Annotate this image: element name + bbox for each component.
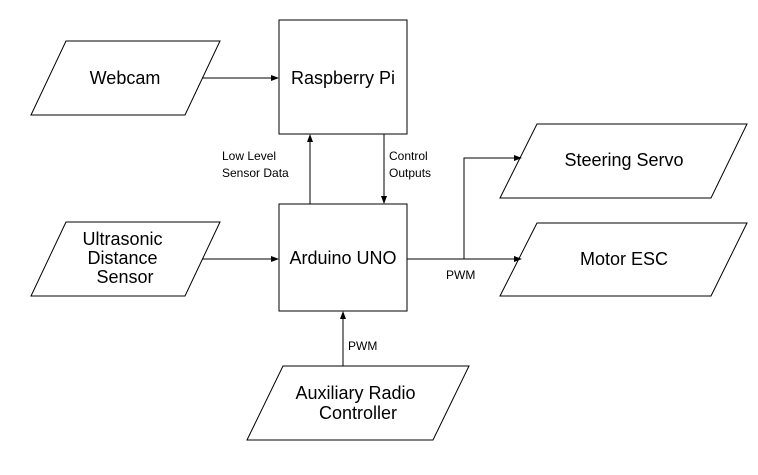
radio-controller-shape <box>246 365 470 441</box>
arduino-uno-label-line: Arduino UNO <box>289 248 396 268</box>
node-motor-esc: Motor ESC <box>499 222 748 297</box>
edge-arduino-to-outputs: PWM <box>407 155 522 282</box>
arrowhead-icon <box>514 256 522 262</box>
webcam-shape <box>30 40 221 116</box>
steering-servo-label-line: Steering Servo <box>564 150 683 170</box>
webcam-label-line: Webcam <box>90 68 161 88</box>
control-label-line-1: Control <box>389 149 428 163</box>
node-auxiliary-radio-controller: Auxiliary Radio Controller <box>246 365 470 441</box>
arrowhead-icon <box>514 155 522 161</box>
arrowhead-icon <box>307 134 313 142</box>
node-webcam: Webcam <box>30 40 221 116</box>
edge-arduino-to-raspberry-pi: Low Level Sensor Data <box>222 134 313 204</box>
raspberry-pi-label: Raspberry Pi <box>291 68 395 88</box>
pwm-input-label: PWM <box>348 339 377 353</box>
radio-label-line-2: Controller <box>319 403 397 423</box>
control-label-line-2: Outputs <box>389 166 431 180</box>
radio-controller-label: Auxiliary Radio Controller <box>295 383 420 423</box>
raspberry-pi-shape <box>278 19 408 135</box>
steering-servo-shape <box>499 123 748 199</box>
low-level-label-line-1: Low Level <box>222 149 276 163</box>
node-ultrasonic-sensor: Ultrasonic Distance Sensor <box>30 221 221 297</box>
control-outputs-label: Control Outputs <box>389 149 431 180</box>
arrowhead-icon <box>381 196 387 204</box>
ultrasonic-label-line-2: Distance <box>87 248 157 268</box>
ultrasonic-sensor-label: Ultrasonic Distance Sensor <box>82 229 167 287</box>
motor-esc-shape <box>499 222 748 297</box>
steering-servo-label: Steering Servo <box>564 150 683 170</box>
edge-ultrasonic-to-arduino <box>202 256 279 262</box>
edge-raspberry-pi-to-arduino: Control Outputs <box>381 134 431 204</box>
pwm-output-label: PWM <box>446 268 475 282</box>
edge-webcam-to-raspberry-pi <box>202 75 279 81</box>
ultrasonic-label-line-3: Sensor <box>96 267 153 287</box>
ultrasonic-sensor-shape <box>30 221 221 297</box>
motor-esc-label-line: Motor ESC <box>580 249 668 269</box>
edge-line-to-steering <box>463 157 515 259</box>
ultrasonic-label-line-1: Ultrasonic <box>82 229 162 249</box>
arrowhead-icon <box>340 311 346 319</box>
node-steering-servo: Steering Servo <box>499 123 748 199</box>
arrowhead-icon <box>271 75 279 81</box>
low-level-label-line-2: Sensor Data <box>222 166 289 180</box>
node-arduino-uno: Arduino UNO <box>278 203 408 312</box>
edge-radio-to-arduino: PWM <box>340 311 377 366</box>
arduino-uno-label: Arduino UNO <box>289 248 396 268</box>
webcam-label: Webcam <box>90 68 161 88</box>
motor-esc-label: Motor ESC <box>580 249 668 269</box>
raspberry-pi-label-line: Raspberry Pi <box>291 68 395 88</box>
radio-label-line-1: Auxiliary Radio <box>295 383 415 403</box>
low-level-sensor-data-label: Low Level Sensor Data <box>222 149 289 180</box>
arrowhead-icon <box>271 256 279 262</box>
node-raspberry-pi: Raspberry Pi <box>278 19 408 135</box>
